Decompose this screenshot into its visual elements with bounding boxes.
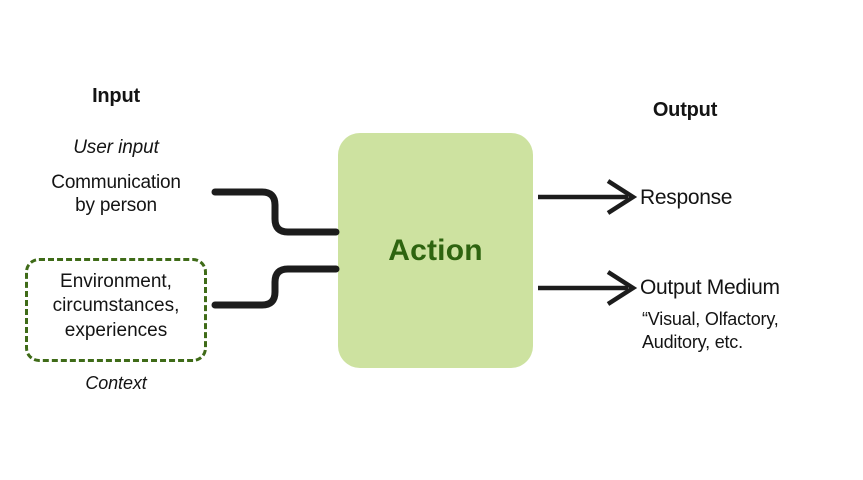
context-box [25,258,207,362]
input-heading: Input [92,85,140,107]
user-input-label: User input [73,137,159,158]
output-item-output-medium-description: “Visual, Olfactory, Auditory, etc. [642,309,779,353]
action-label: Action [388,234,483,267]
user-input-description: Communication by person [51,172,181,217]
output-item-output-medium-label: Output Medium [640,276,780,299]
action-box [338,133,533,368]
output-heading: Output [652,99,718,121]
arrowhead-response-icon [606,179,638,215]
context-box-text: Environment, circumstances, experiences [52,271,180,341]
connector-user-input-to-action [211,188,340,236]
output-item-response-label: Response [640,186,733,209]
connector-context-to-action [211,265,340,309]
context-caption: Context [85,373,147,393]
arrowhead-output-medium-icon [606,270,638,306]
